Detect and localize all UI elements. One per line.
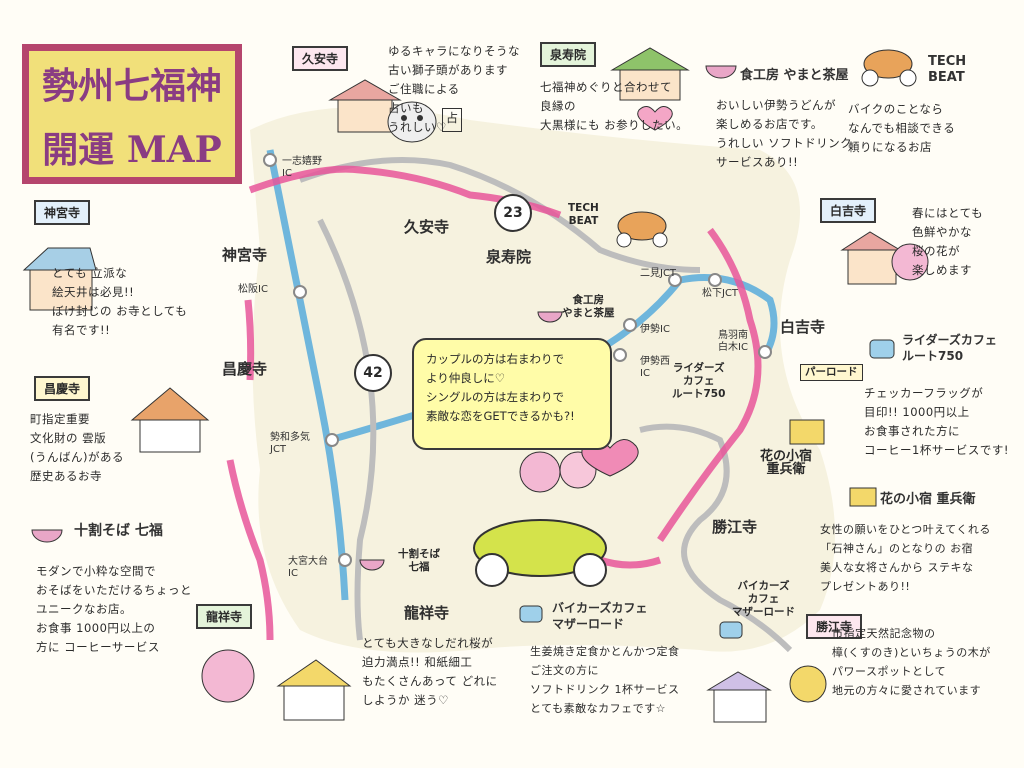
- panel-text-ryushoji: とても大きなしだれ桜が 迫力満点!! 和紙細工 もたくさんあって どれに しよう…: [362, 636, 498, 707]
- panel-tag-kuanji: 久安寺: [292, 46, 349, 71]
- map-label-shokubo[interactable]: 食工房 やまと茶屋: [562, 294, 615, 319]
- ic-ise-label: 伊勢IC: [640, 324, 670, 335]
- panel-text-kuanji: ゆるキャラになりそうな 古い獅子頭があります ご住職による 占いも うれしい♡: [388, 44, 520, 134]
- panel-text-shokubo: おいしい伊勢うどんが 楽しめるお店です。 うれしい ソフトドリンク サービスあり…: [716, 98, 853, 169]
- ic-ise-nishi-label: 伊勢西 IC: [640, 356, 670, 379]
- route-south: [226, 459, 274, 641]
- panel-text-bikers: 生姜焼き定食かとんかつ定食 ご注文の方に ソフトドリンク 1杯サービス とても素…: [530, 645, 680, 715]
- road-42: [317, 218, 377, 641]
- jinguji-illustration: [22, 247, 97, 311]
- shokoji-illustration: [706, 665, 827, 723]
- panel-text-shokoji: 市指定天然記念物の 樟(くすのき)といちょうの木が パワースポットとして 地元の…: [832, 627, 991, 697]
- panel-text-techbeat: バイクのことなら なんでも相談できる 頼りになるお店: [848, 102, 956, 154]
- map-label-juwari[interactable]: 十割そば 七福: [398, 548, 440, 573]
- senjuin-illustration: [610, 47, 690, 101]
- hananoyado-house-small: [849, 487, 877, 507]
- map-label-riders[interactable]: ライダーズ カフェ ルート750: [672, 362, 726, 400]
- map-label-parlor: パーロード: [800, 364, 863, 381]
- panel-tag-shokeiji: 昌慶寺: [34, 376, 91, 401]
- panel-tag-bikers: バイカーズカフェ マザーロード: [552, 601, 648, 631]
- ic-toba-label: 鳥羽南 白木IC: [718, 330, 748, 353]
- shirayoshi-illustration: [840, 231, 929, 285]
- fortune-sign: 占: [442, 108, 462, 132]
- panel-tag-riders: ライダーズカフェ ルート750: [902, 333, 997, 363]
- panel-text-shirayoshi: 春にはとても 色鮮やかな 桜の花が 楽しめます: [912, 206, 984, 277]
- panel-tag-ryushoji: 龍祥寺: [196, 604, 253, 629]
- junction-ise: [623, 318, 637, 332]
- shokeiji-illustration: [130, 387, 210, 453]
- panel-text-hananoyado: 女性の願いをひとつ叶えてくれる 「石神さん」のとなりの お宿 美人な女将さんから…: [820, 523, 991, 593]
- map-label-ryushoji[interactable]: 龍祥寺: [404, 604, 450, 622]
- map-label-hananoyado[interactable]: 花の小宿 重兵衛: [760, 449, 813, 477]
- panel-text-jinguji: とても 立派な 絵天井は必見!! ぼけ封じの お寺としても 有名です!!: [52, 266, 188, 337]
- map-label-senjuin[interactable]: 泉寿院: [486, 248, 532, 266]
- junction-seiwa: [325, 433, 339, 447]
- route-southeast: [598, 556, 662, 569]
- heart-hands-illustration: [637, 106, 673, 131]
- kuanji-gate-illustration: [328, 79, 402, 133]
- ic-odai-label: 大宮大台 IC: [288, 556, 328, 579]
- jct-matsushita-label: 松下JCT: [702, 288, 739, 299]
- jct-seiwa-label: 勢和多気 JCT: [270, 432, 310, 455]
- map-label-jinguji[interactable]: 神宮寺: [222, 246, 268, 264]
- road-23: [298, 157, 701, 273]
- route-tip-speech-bubble: カップルの方は右まわりで より仲良しに♡ シングルの方は左まわりで 素敵な恋をG…: [412, 338, 612, 450]
- junction-futami: [668, 273, 682, 287]
- panel-tag-shirayoshi: 白吉寺: [820, 198, 877, 223]
- panel-text-juwari: モダンで小粋な空間で おそばをいただけるちょっと ユニークなお店。 お食事 10…: [36, 564, 192, 654]
- panel-tag-shokoji: 勝江寺: [806, 614, 863, 639]
- map-label-shirayoshi[interactable]: 白吉寺: [780, 318, 826, 336]
- junction-matsushita: [708, 273, 722, 287]
- ic-matsusaka-label: 松阪IC: [238, 284, 268, 295]
- junction-matsusaka: [293, 285, 307, 299]
- highway-west: [266, 149, 349, 601]
- panel-tag-techbeat: TECH BEAT: [928, 54, 967, 85]
- road-number-23: 23: [494, 194, 532, 232]
- junction-ichishi: [263, 153, 277, 167]
- map-title-box: 勢州七福神 開運 MAP: [22, 44, 242, 184]
- panel-tag-senjuin: 泉寿院: [540, 42, 597, 67]
- junction-toba: [758, 345, 772, 359]
- junction-odai: [338, 553, 352, 567]
- map-label-bikers[interactable]: バイカーズ カフェ マザーロード: [732, 580, 795, 618]
- panel-text-riders: チェッカーフラッグが 目印!! 1000円以上 お食事された方に コーヒー1杯サ…: [864, 386, 1009, 457]
- panel-text-senjuin: 七福神めぐりと合わせて 良縁の 大黒様にも お参りしたい。: [540, 80, 689, 132]
- map-title-line2: 開運 MAP: [42, 129, 222, 171]
- panel-tag-jinguji: 神宮寺: [34, 200, 91, 225]
- panel-tag-hananoyado: 花の小宿 重兵衛: [880, 492, 976, 507]
- noodle-bowl-icons: [31, 65, 737, 571]
- map-label-tech-beat[interactable]: TECH BEAT: [568, 202, 599, 227]
- tech-beat-scooter-illustration: [616, 49, 917, 248]
- route-west: [244, 299, 255, 381]
- map-title-line1: 勢州七福神: [41, 65, 222, 107]
- panel-text-shokeiji: 町指定重要 文化財の 雲版 (うんばん)がある 歴史あるお寺: [30, 412, 124, 483]
- map-label-shokeiji[interactable]: 昌慶寺: [222, 360, 268, 378]
- road-coast: [639, 423, 793, 653]
- map-label-kuanji[interactable]: 久安寺: [404, 218, 450, 236]
- panel-tag-shokubo: 食工房 やまと茶屋: [740, 68, 849, 83]
- ic-ichishi-label: 一志嬉野 IC: [282, 156, 322, 179]
- road-number-42: 42: [354, 354, 392, 392]
- panel-tag-juwari: 十割そば 七福: [74, 523, 163, 539]
- ryushoji-illustration: [201, 649, 352, 721]
- map-label-shokoji[interactable]: 勝江寺: [712, 518, 758, 536]
- hananoyado-house: [789, 419, 825, 445]
- route-east: [657, 227, 762, 542]
- shishi-mask-illustration: [387, 101, 437, 143]
- coffee-cup-icons: [519, 339, 895, 639]
- junction-ise-nishi: [613, 348, 627, 362]
- jct-futami-label: 二見JCT: [640, 268, 677, 279]
